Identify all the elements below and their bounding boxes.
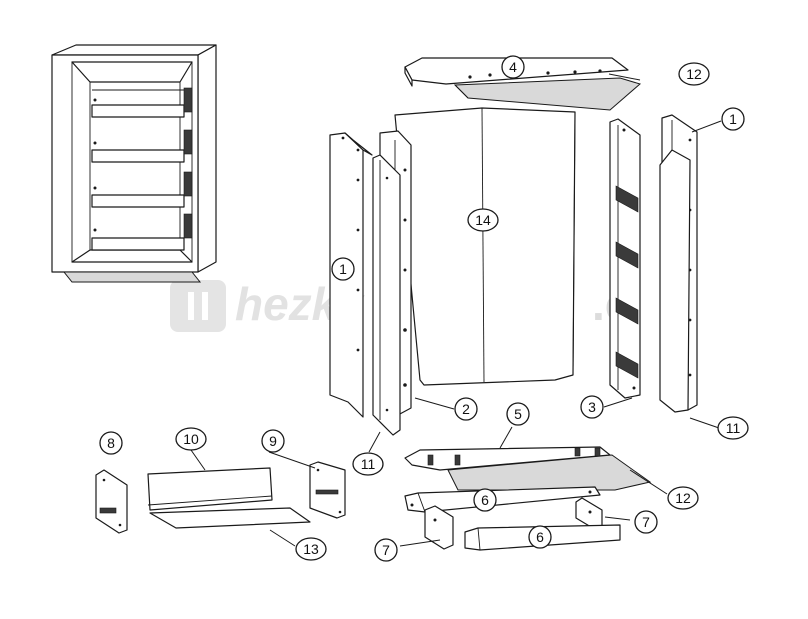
bottom-panel	[404, 446, 652, 491]
svg-text:5: 5	[514, 406, 522, 422]
svg-text:10: 10	[183, 431, 199, 447]
callout-11-right: 11	[717, 416, 749, 440]
watermark-logo-stripe	[188, 292, 194, 320]
watermark-logo-stripe	[202, 292, 208, 320]
svg-text:1: 1	[339, 261, 347, 277]
callout-1-right-side: 1	[721, 107, 745, 131]
svg-text:7: 7	[382, 542, 390, 558]
callout-5: 5	[506, 402, 530, 426]
drawer-slide	[615, 297, 639, 325]
callout-1-left-side: 1	[331, 257, 355, 281]
plinth-side-block-left	[424, 505, 454, 550]
callout-6-front-plinth: 6	[473, 488, 497, 512]
svg-text:12: 12	[686, 66, 702, 82]
svg-text:9: 9	[269, 433, 277, 449]
callout-8: 8	[99, 431, 123, 455]
callout-10: 10	[175, 427, 207, 451]
svg-text:6: 6	[481, 492, 489, 508]
svg-text:8: 8	[107, 435, 115, 451]
svg-text:3: 3	[588, 399, 596, 415]
callout-9: 9	[261, 429, 285, 453]
assembled-cabinet	[51, 44, 217, 283]
callout-13: 13	[295, 537, 327, 561]
callout-7-right-block: 7	[634, 510, 658, 534]
callout-7-left-block: 7	[374, 538, 398, 562]
svg-text:1: 1	[729, 111, 737, 127]
back-panel	[394, 107, 576, 386]
svg-text:12: 12	[675, 490, 691, 506]
drawer-back	[309, 461, 346, 519]
callout-12-bottom: 12	[667, 486, 699, 510]
right-inner-side-panel	[609, 118, 641, 399]
drawer-slide	[615, 241, 639, 269]
svg-text:7: 7	[642, 514, 650, 530]
svg-text:4: 4	[509, 59, 517, 75]
svg-text:2: 2	[462, 401, 470, 417]
callout-12-top: 12	[678, 62, 710, 86]
callout-2: 2	[454, 397, 478, 421]
callout-4: 4	[501, 55, 525, 79]
svg-text:6: 6	[536, 529, 544, 545]
drawer-slide	[615, 351, 639, 379]
callout-11-left: 11	[352, 452, 384, 476]
svg-text:11: 11	[726, 420, 741, 436]
plinth-front-board	[404, 486, 601, 513]
watermark-logo-icon	[170, 280, 226, 332]
svg-text:13: 13	[303, 541, 319, 557]
drawer-front	[95, 469, 128, 534]
left-front-panel	[372, 154, 401, 436]
svg-text:11: 11	[361, 456, 376, 472]
callout-3: 3	[580, 395, 604, 419]
callout-6-back-plinth: 6	[528, 525, 552, 549]
drawer-side	[147, 467, 273, 511]
right-front-panel	[659, 149, 691, 413]
leader-lines	[190, 73, 722, 547]
callout-14: 14	[467, 208, 499, 232]
svg-text:14: 14	[475, 212, 491, 228]
drawer-bottom	[149, 507, 311, 529]
drawer-slide	[615, 185, 639, 213]
